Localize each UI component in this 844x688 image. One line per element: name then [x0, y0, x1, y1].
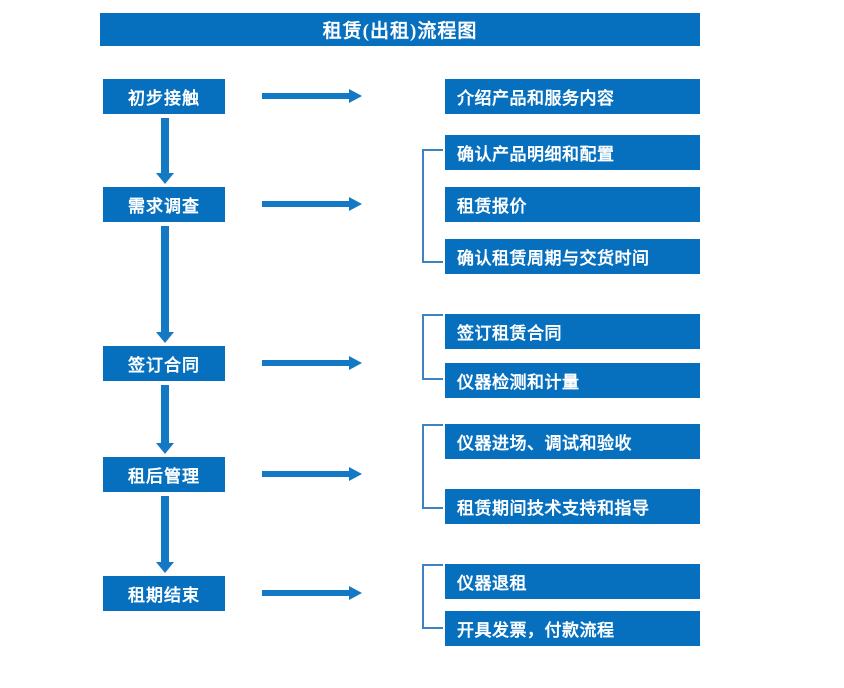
- down-arrow-management-to-lease-end: [156, 496, 174, 573]
- stage-box-initial-contact[interactable]: 初步接触: [103, 79, 225, 114]
- arrow-shaft: [262, 360, 350, 366]
- detail-box-invoice-payment-process[interactable]: 开具发票，付款流程: [445, 611, 700, 646]
- arrow-shaft: [262, 201, 350, 207]
- arrow-head-icon: [349, 89, 362, 103]
- right-arrow-post-rental-management: [262, 467, 362, 481]
- detail-box-confirm-lease-period-delivery[interactable]: 确认租赁周期与交货时间: [445, 239, 700, 274]
- arrow-shaft: [161, 118, 169, 173]
- detail-box-instrument-inspection-metering[interactable]: 仪器检测和计量: [445, 363, 700, 398]
- arrow-head-icon: [156, 443, 174, 454]
- arrow-shaft: [262, 93, 350, 99]
- detail-box-introduce-products-services[interactable]: 介绍产品和服务内容: [445, 79, 700, 114]
- arrow-head-icon: [349, 197, 362, 211]
- arrow-head-icon: [349, 467, 362, 481]
- diagram-title: 租赁(出租)流程图: [100, 13, 700, 46]
- arrow-shaft: [262, 471, 350, 477]
- group-bracket-sign-contract: [422, 314, 443, 380]
- detail-box-instrument-return[interactable]: 仪器退租: [445, 564, 700, 599]
- group-bracket-lease-end: [422, 564, 443, 629]
- arrow-shaft: [161, 496, 169, 562]
- stage-box-lease-end[interactable]: 租期结束: [103, 576, 225, 611]
- arrow-shaft: [161, 385, 169, 443]
- group-bracket-post-rental-management: [422, 424, 443, 509]
- detail-box-confirm-product-details-config[interactable]: 确认产品明细和配置: [445, 135, 700, 170]
- arrow-shaft: [161, 226, 169, 332]
- detail-box-rental-quotation[interactable]: 租赁报价: [445, 187, 700, 222]
- arrow-shaft: [262, 590, 350, 596]
- detail-box-instrument-entry-debug-acceptance[interactable]: 仪器进场、调试和验收: [445, 424, 700, 459]
- group-bracket-needs-survey: [422, 149, 443, 263]
- down-arrow-contract-to-management: [156, 385, 174, 454]
- stage-box-needs-survey[interactable]: 需求调查: [103, 187, 225, 222]
- detail-box-technical-support-guidance[interactable]: 租赁期间技术支持和指导: [445, 489, 700, 524]
- arrow-head-icon: [156, 332, 174, 343]
- arrow-head-icon: [156, 562, 174, 573]
- stage-box-sign-contract[interactable]: 签订合同: [103, 346, 225, 381]
- down-arrow-contact-to-survey: [156, 118, 174, 184]
- right-arrow-needs-survey: [262, 197, 362, 211]
- right-arrow-initial-contact: [262, 89, 362, 103]
- detail-box-sign-lease-contract[interactable]: 签订租赁合同: [445, 314, 700, 349]
- arrow-head-icon: [156, 173, 174, 184]
- right-arrow-sign-contract: [262, 356, 362, 370]
- right-arrow-lease-end: [262, 586, 362, 600]
- down-arrow-survey-to-contract: [156, 226, 174, 343]
- stage-box-post-rental-management[interactable]: 租后管理: [103, 457, 225, 492]
- arrow-head-icon: [349, 356, 362, 370]
- arrow-head-icon: [349, 586, 362, 600]
